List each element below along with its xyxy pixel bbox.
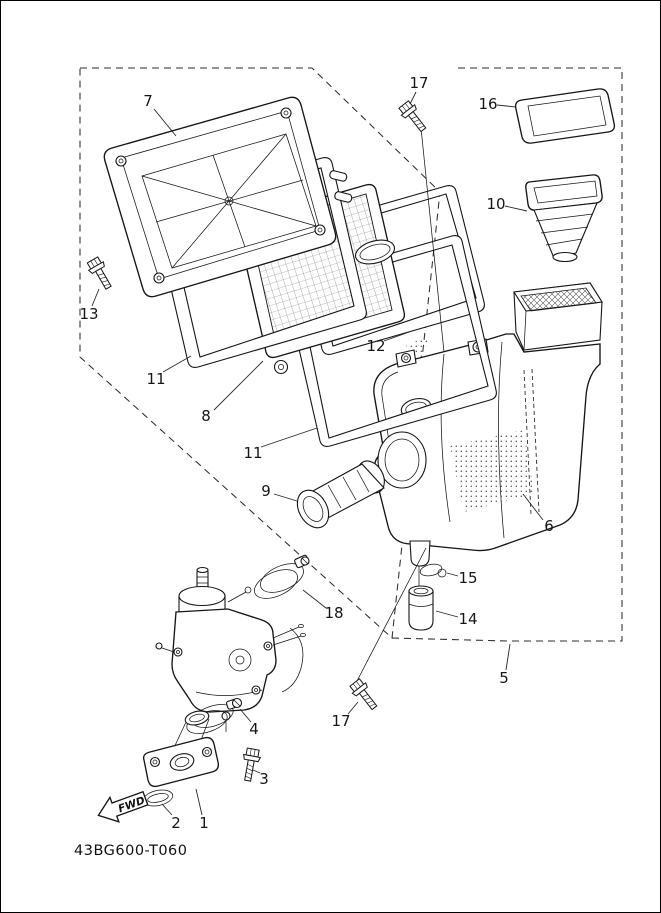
- callout-10: 10: [486, 195, 528, 213]
- bolt-axis-lines: [356, 127, 445, 682]
- callout-8: 8: [201, 360, 264, 425]
- callout-number: 7: [143, 92, 153, 110]
- callout-leader: [162, 355, 192, 373]
- callout-number: 14: [458, 610, 477, 628]
- callout-3: 3: [252, 769, 269, 788]
- dashed-boundary-left: [79, 67, 441, 640]
- callout-number: 15: [458, 569, 477, 587]
- part-15-clip: [419, 563, 447, 578]
- part-18-hose-clamp: [254, 554, 310, 599]
- callout-5: 5: [499, 643, 511, 687]
- part-16-case-lid: [514, 88, 616, 144]
- callout-number: 13: [79, 305, 98, 323]
- carburetor-assembly: [155, 566, 306, 732]
- callout-4: 4: [239, 708, 259, 738]
- callout-number: 4: [249, 720, 259, 738]
- callout-9: 9: [261, 482, 298, 502]
- part-14-drain-plug: [408, 585, 434, 631]
- callout-leader: [153, 108, 177, 137]
- callout-leader: [505, 643, 511, 671]
- callout-number: 12: [366, 337, 385, 355]
- callout-1: 1: [195, 788, 209, 832]
- callout-number: 5: [499, 669, 509, 687]
- callout-number: 6: [544, 517, 554, 535]
- callout-leader: [435, 610, 459, 618]
- callout-number: 16: [478, 95, 497, 113]
- callout-number: 11: [243, 444, 262, 462]
- callout-leader: [252, 769, 261, 774]
- callout-leader: [347, 701, 359, 715]
- dashed-boundary-right: [391, 67, 623, 642]
- callout-leader: [383, 330, 413, 342]
- callout-2: 2: [161, 803, 181, 832]
- callout-17: 17: [409, 74, 429, 105]
- callout-leader: [239, 708, 252, 723]
- callout-leader: [504, 205, 528, 212]
- inlet-screen-hatch: [520, 287, 597, 312]
- callout-12: 12: [366, 330, 413, 355]
- callout-number: 10: [486, 195, 505, 213]
- callout-number: 2: [171, 814, 181, 832]
- callout-17: 17: [331, 701, 359, 730]
- callout-number: 11: [146, 370, 165, 388]
- callout-leader: [273, 493, 298, 502]
- callout-number: 17: [409, 74, 428, 92]
- gasket-oval-hole: [354, 239, 396, 265]
- callout-leader: [302, 589, 327, 609]
- callout-leader: [195, 788, 203, 816]
- part-7-air-case-cover: [103, 96, 353, 298]
- callout-number: 1: [199, 814, 209, 832]
- callout-leader: [446, 572, 459, 577]
- callout-14: 14: [435, 610, 478, 628]
- callout-13: 13: [79, 288, 100, 323]
- callout-number: 17: [331, 712, 350, 730]
- callout-leader: [213, 360, 264, 411]
- part-1-intake-manifold: [142, 710, 220, 788]
- part-6-air-cleaner-case: [373, 282, 603, 567]
- callout-leader: [496, 104, 517, 108]
- callout-number: 9: [261, 482, 271, 500]
- callout-number: 3: [259, 770, 269, 788]
- callout-leader: [260, 427, 318, 448]
- callout-6: 6: [522, 493, 554, 535]
- callout-number: 8: [201, 407, 211, 425]
- callout-7: 7: [143, 92, 177, 137]
- part-9-carburetor-joint-boot: [296, 460, 385, 529]
- callout-15: 15: [446, 569, 478, 587]
- callout-leader: [522, 493, 544, 521]
- diagram-code-label: 43BG600-T060: [74, 843, 188, 859]
- callout-18: 18: [302, 589, 344, 622]
- callout-11: 11: [146, 355, 192, 388]
- part-10-intake-duct: [525, 174, 603, 263]
- callout-leader: [161, 803, 173, 816]
- callout-number: 18: [324, 604, 343, 622]
- callout-leader: [91, 288, 100, 307]
- callout-16: 16: [478, 95, 517, 113]
- callout-leader: [409, 91, 417, 105]
- callout-11: 11: [243, 427, 318, 462]
